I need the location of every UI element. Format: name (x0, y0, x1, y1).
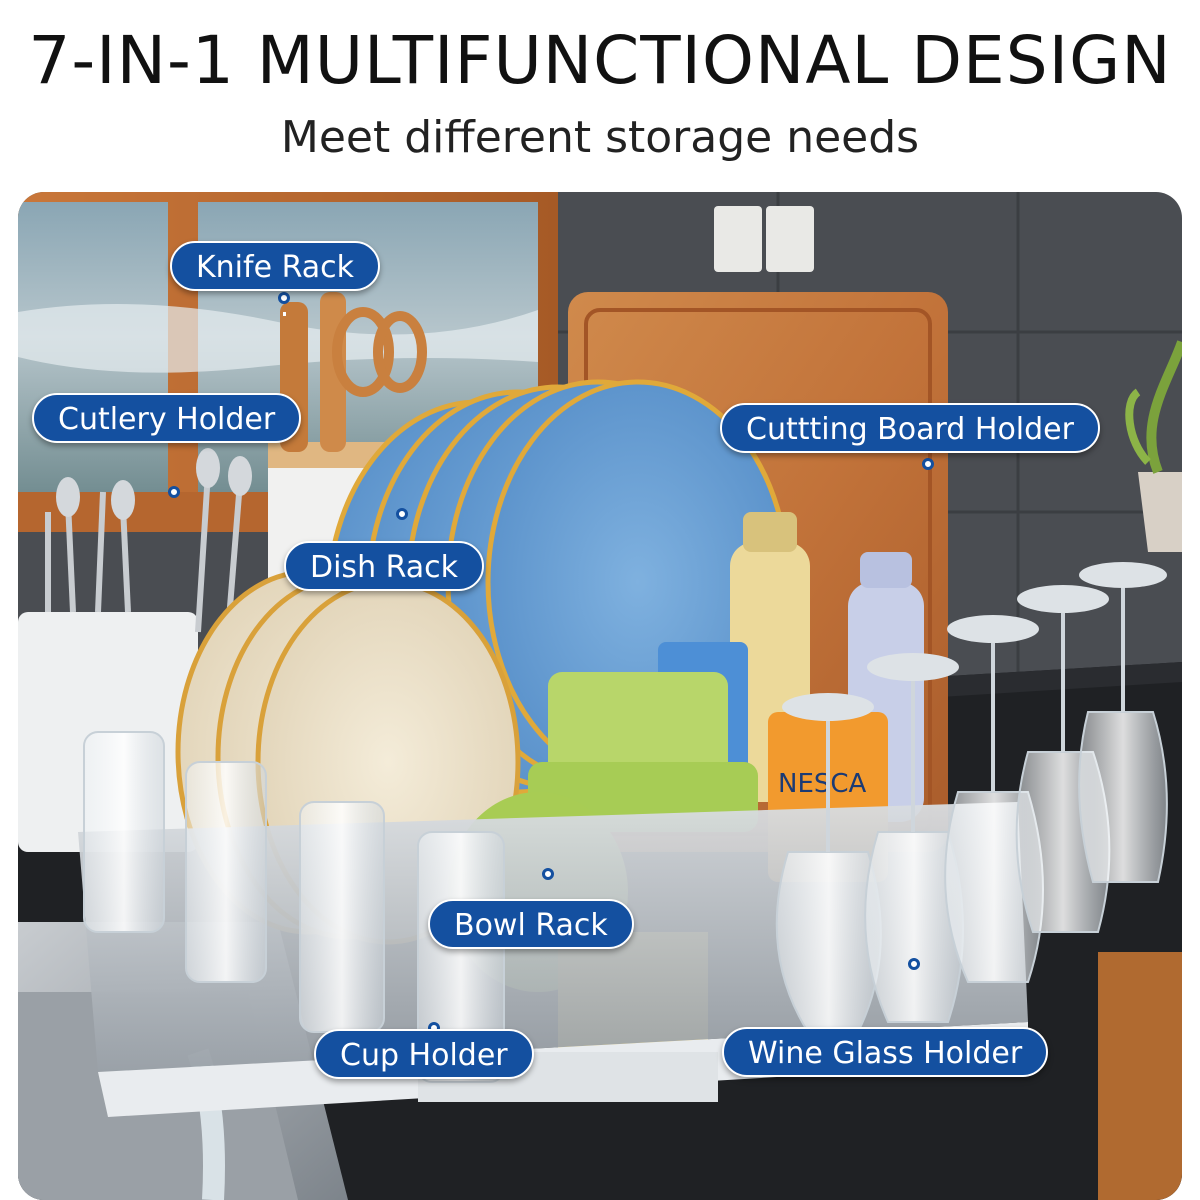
subheadline: Meet different storage needs (280, 112, 920, 163)
bowl-rack-marker (542, 868, 554, 880)
mug-print: NESCA (778, 769, 867, 799)
knife-rack-label: Knife Rack (170, 241, 381, 291)
cutting-board-holder-marker (922, 458, 934, 470)
wine-glass-holder-marker (908, 958, 920, 970)
wine-glass-holder-label: Wine Glass Holder (722, 1027, 1049, 1077)
cutlery-holder-marker (168, 486, 180, 498)
bowl-rack-label: Bowl Rack (428, 899, 634, 949)
cup-holder-label: Cup Holder (314, 1029, 534, 1079)
cutlery-holder-label: Cutlery Holder (32, 393, 302, 443)
dish-rack-marker (396, 508, 408, 520)
headline: 7-IN-1 MULTIFUNCTIONAL DESIGN (28, 22, 1172, 99)
knife-rack-marker (278, 292, 290, 304)
cutting-board-holder-label: Cuttting Board Holder (720, 403, 1100, 453)
dish-rack-label: Dish Rack (284, 541, 485, 591)
knife-rack-connector (283, 312, 286, 316)
